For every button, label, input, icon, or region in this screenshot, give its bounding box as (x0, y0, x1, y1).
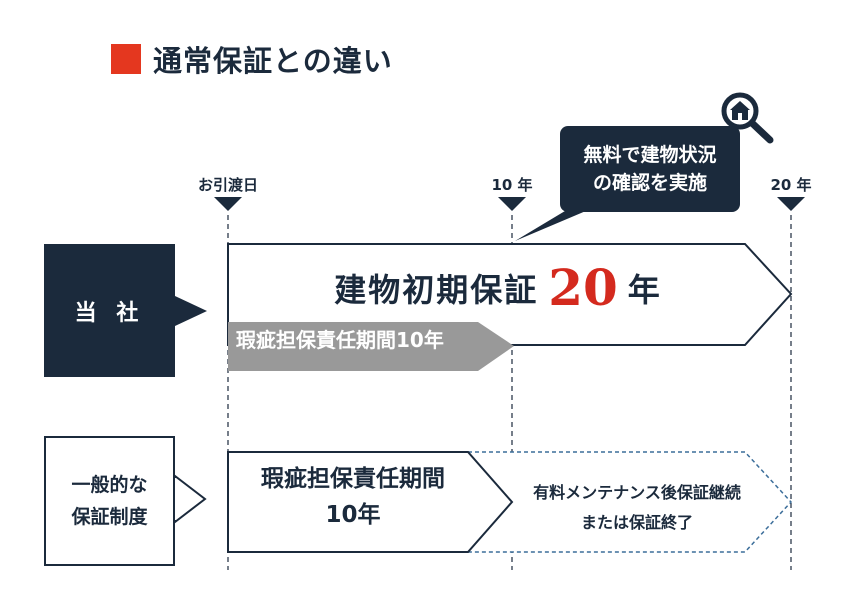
badge-tail (515, 205, 600, 241)
company-pointer (175, 296, 207, 326)
company-label-box: 当 社 (44, 244, 175, 377)
inspection-line2: の確認を実施 (592, 172, 707, 194)
inspection-badge: 無料で建物状況 の確認を実施 (560, 126, 740, 212)
tick-marker-20y (777, 197, 805, 211)
general-defect-arrow (227, 451, 514, 553)
general-defect-label: 瑕疵担保責任期間 10年 (228, 462, 478, 533)
main-warranty-label: 建物初期保証 20 年 (228, 258, 768, 317)
maintenance-label: 有料メンテナンス後保証継続 または保証終了 (492, 478, 782, 537)
main-warranty-prefix: 建物初期保証 (334, 270, 539, 309)
main-warranty-suffix: 年 (627, 270, 662, 309)
tick-marker-10y (498, 197, 526, 211)
general-label-box: 一般的な 保証制度 (44, 436, 175, 566)
house-magnifier-icon (721, 92, 774, 144)
general-defect-line2: 10年 (325, 501, 381, 528)
general-defect-line1: 瑕疵担保責任期間 (261, 466, 445, 492)
company-defect-label: 瑕疵担保責任期間10年 (236, 328, 444, 352)
page-title: 通常保証との違い (111, 38, 393, 80)
general-pointer (174, 473, 207, 525)
general-label-line2: 保証制度 (71, 506, 148, 528)
company-label: 当 社 (74, 300, 145, 326)
defect-warranty-arrow (228, 322, 514, 371)
tick-label-10y: 10 年 (491, 176, 533, 194)
tick-label-20y: 20 年 (770, 176, 812, 194)
title-text: 通常保証との違い (153, 44, 393, 78)
tick-marker-handover (214, 197, 242, 211)
title-red-square (111, 44, 141, 74)
general-label-line1: 一般的な (71, 473, 148, 496)
maintenance-line1: 有料メンテナンス後保証継続 (533, 483, 741, 502)
maintenance-line2: または保証終了 (580, 512, 693, 532)
main-warranty-years: 20 (548, 258, 618, 317)
tick-label-handover: お引渡日 (197, 176, 258, 194)
inspection-line1: 無料で建物状況 (583, 143, 717, 166)
